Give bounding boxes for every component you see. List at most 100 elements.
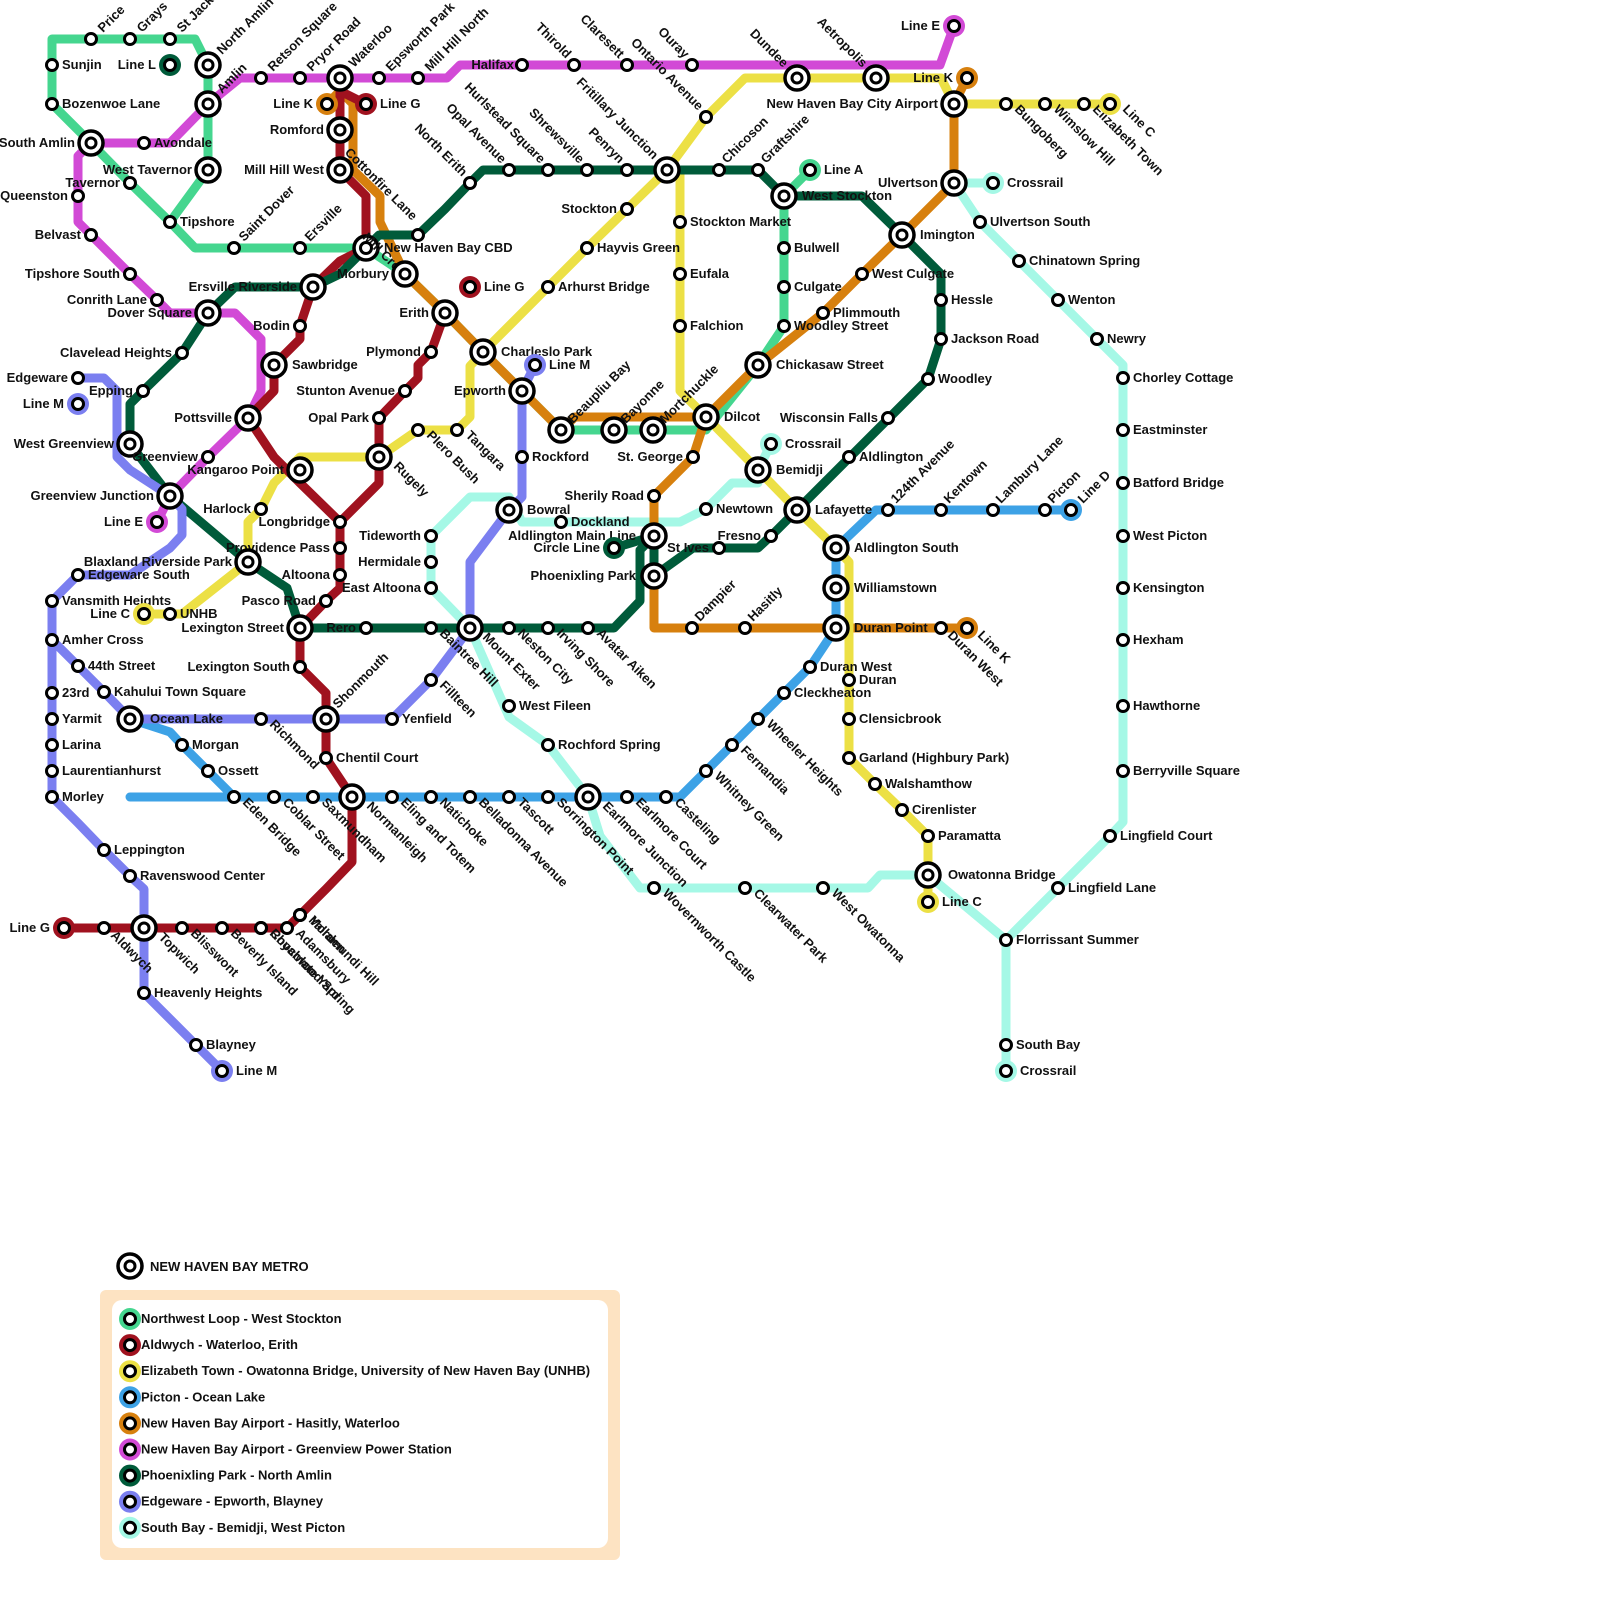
station-marker-dampier-132[interactable] [687,623,698,634]
station-marker-ontario-avenue-15[interactable] [701,112,712,123]
station-marker-paramatta-188[interactable] [923,831,934,842]
interchange-station-marker-amlin-6[interactable] [196,92,220,116]
station-marker-leppington-190[interactable] [99,845,110,856]
station-marker-west-owatonna-197[interactable] [818,883,829,894]
station-marker-cottonfire-lane-34[interactable] [413,230,424,241]
station-marker-morgan-163[interactable] [177,740,188,751]
station-marker-tideworth-109[interactable] [426,531,437,542]
station-marker-hawthorne-155[interactable] [1118,701,1129,712]
station-marker-graftshire-44[interactable] [753,165,764,176]
interchange-station-marker-shonmouth-149[interactable] [314,707,338,731]
station-marker-culgate-51[interactable] [779,282,790,293]
interchange-station-marker-mount-exter-137[interactable] [458,616,482,640]
line-end-marker-line-e-4[interactable] [943,15,965,37]
station-marker-stockton-market-47[interactable] [675,217,686,228]
station-marker-earlmore-court-184[interactable] [622,792,633,803]
station-marker-blayney-207[interactable] [191,1040,202,1051]
station-marker-hermidale-122[interactable] [426,557,437,568]
station-marker-garland-highbury-park-167[interactable] [844,753,855,764]
station-marker-lambury-lane-103[interactable] [988,505,999,516]
station-marker-clearwater-park-196[interactable] [740,883,751,894]
station-marker-eufala-50[interactable] [675,269,686,280]
station-marker-east-altoona-126[interactable] [426,583,437,594]
station-marker-lingfield-lane-198[interactable] [1053,883,1064,894]
interchange-station-marker-fritillary-junction-42[interactable] [655,158,679,182]
station-marker-price-0[interactable] [86,34,97,45]
station-marker-wovernworth-castle-195[interactable] [649,883,660,894]
station-marker-casteling-185[interactable] [661,792,672,803]
interchange-station-marker-bowral-110[interactable] [497,498,521,522]
interchange-station-marker-normanleigh-177[interactable] [340,785,364,809]
interchange-station-marker-greenview-junction-105[interactable] [158,484,182,508]
interchange-station-marker-new-haven-bay-city-airport-19[interactable] [942,92,966,116]
station-marker-bozenwoe-lane-5[interactable] [47,99,58,110]
station-marker-yarmit-156[interactable] [47,714,58,725]
line-end-marker-line-c-15[interactable] [133,603,155,625]
station-marker-amher-cross-143[interactable] [47,635,58,646]
station-marker-hasitly-133[interactable] [740,623,751,634]
interchange-station-marker-rugely-100[interactable] [367,445,391,469]
station-marker-duran-west-147[interactable] [805,662,816,673]
station-marker-st-george-96[interactable] [688,452,699,463]
interchange-station-marker-south-amlin-23[interactable] [79,131,103,155]
interchange-station-marker-duran-point-141[interactable] [824,616,848,640]
line-end-marker-line-c-17[interactable] [917,891,939,913]
line-end-marker-crossrail-10[interactable] [760,433,782,455]
interchange-station-marker-aldlington-main-line-115[interactable] [642,524,666,548]
station-marker-rochford-spring-164[interactable] [543,740,554,751]
station-marker-belladonna-avenue-180[interactable] [465,792,476,803]
station-marker-yenfield-159[interactable] [387,714,398,725]
line-end-marker-line-g-3[interactable] [459,276,481,298]
station-marker-eastminster-87[interactable] [1118,425,1129,436]
interchange-station-marker-north-amlin-3[interactable] [196,53,220,77]
interchange-station-marker-charleslo-park-77[interactable] [471,340,495,364]
station-marker-fresno-116[interactable] [766,531,777,542]
station-marker-retson-square-7[interactable] [256,73,267,84]
line-end-marker-crossrail-8[interactable] [982,172,1004,194]
line-end-marker-line-e-12[interactable] [146,511,168,533]
station-marker-stockton-46[interactable] [622,204,633,215]
station-marker-chorley-cottage-64[interactable] [1118,373,1129,384]
interchange-station-marker-aetropolis-18[interactable] [864,66,888,90]
station-marker-avondale-24[interactable] [139,138,150,149]
line-end-marker-line-l-0[interactable] [159,54,181,76]
station-marker-chinatown-spring-57[interactable] [1014,256,1025,267]
interchange-station-marker-topwich-201[interactable] [132,916,156,940]
station-marker-plero-bush-93[interactable] [413,425,424,436]
station-marker-west-fileen-154[interactable] [504,701,515,712]
line-end-marker-line-g-2[interactable] [355,93,377,115]
station-marker-yallamundi-hill-194[interactable] [295,910,306,921]
interchange-station-marker-owatonna-bridge-193[interactable] [916,863,940,887]
station-marker-heavenly-heights-206[interactable] [139,988,150,999]
station-marker-fernandia-165[interactable] [727,740,738,751]
station-marker-wenton-59[interactable] [1053,295,1064,306]
station-marker-vansmith-heights-129[interactable] [47,596,58,607]
station-marker-ouray-16[interactable] [687,60,698,71]
station-marker-harlock-108[interactable] [256,504,267,515]
station-marker-chentil-court-166[interactable] [321,753,332,764]
station-marker-irving-shore-139[interactable] [543,623,554,634]
station-marker-chicoson-43[interactable] [714,165,725,176]
station-marker-laurentianhurst-168[interactable] [47,766,58,777]
interchange-station-marker-west-tavernor-25[interactable] [196,158,220,182]
station-marker-woodley-65[interactable] [923,374,934,385]
station-marker-edgeware-79[interactable] [73,373,84,384]
station-marker-halifax-12[interactable] [517,60,528,71]
line-end-marker-line-k-1[interactable] [316,93,338,115]
station-marker-mill-hill-north-11[interactable] [413,73,424,84]
station-marker-st-jack-2[interactable] [165,34,176,45]
interchange-station-marker-ocean-lake-157[interactable] [118,707,142,731]
station-marker-grays-1[interactable] [125,34,136,45]
interchange-station-marker-williamstown-127[interactable] [824,576,848,600]
station-marker-tascott-181[interactable] [504,792,515,803]
station-marker-blisswont-202[interactable] [177,923,188,934]
station-marker-bulwell-49[interactable] [779,243,790,254]
station-marker-greenview-92[interactable] [203,452,214,463]
interchange-station-marker-dilcot-90[interactable] [694,405,718,429]
station-marker-falchion-52[interactable] [675,321,686,332]
station-marker-natichoke-179[interactable] [426,792,437,803]
station-marker-belvast-29[interactable] [86,230,97,241]
station-marker-wimslow-hill-21[interactable] [1040,99,1051,110]
station-marker-unhb-131[interactable] [165,609,176,620]
station-marker-thirold-13[interactable] [569,60,580,71]
